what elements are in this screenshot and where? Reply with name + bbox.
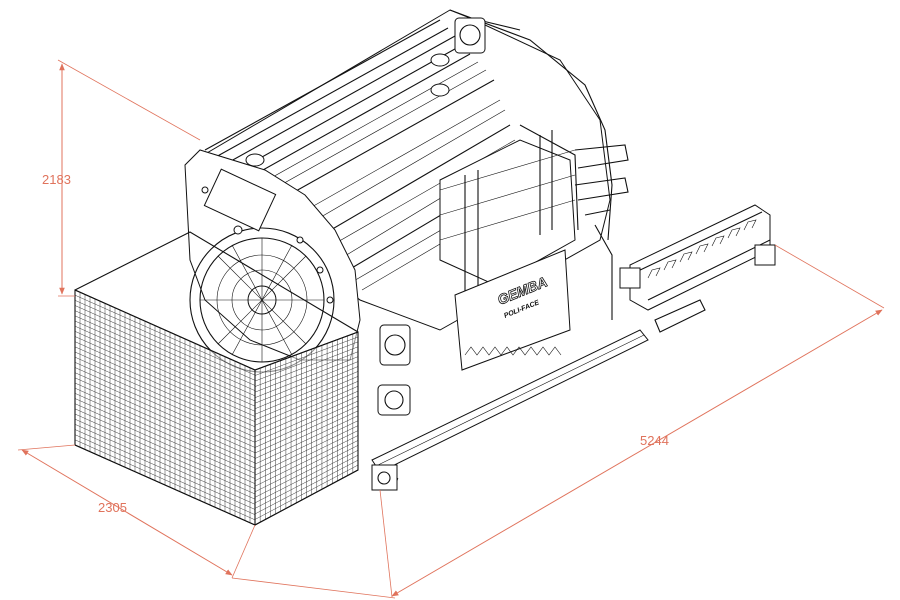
top-rollers [204, 19, 536, 291]
dimension-length: 5244 [231, 244, 885, 599]
dimension-height: 2183 [42, 59, 201, 297]
bottom-rail [371, 329, 649, 491]
dimension-height-label: 2183 [42, 172, 71, 187]
outfeed-arm [619, 204, 776, 333]
side-frame-bars [574, 144, 629, 320]
dimension-width-label: 2305 [98, 500, 127, 515]
dimension-length-label: 5244 [640, 433, 669, 448]
dimension-width: 2305 [17, 444, 256, 579]
